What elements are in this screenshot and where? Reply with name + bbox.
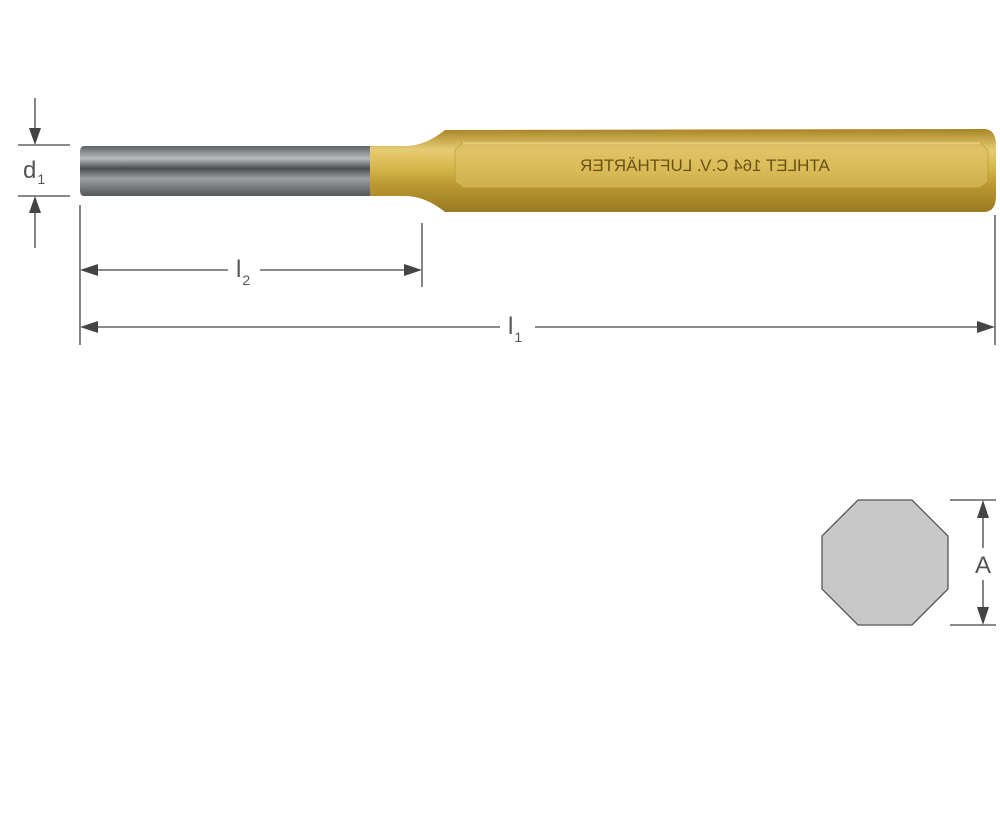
svg-text:l2: l2 (236, 256, 250, 288)
dimension-l1: l1 (80, 215, 996, 345)
l1-subscript: 1 (514, 329, 522, 345)
punch-handle: ATHLET 164 C.V. LUFTHÄRTER (370, 129, 996, 212)
dimension-l2: l2 (79, 205, 423, 345)
l2-subscript: 2 (242, 272, 250, 288)
d1-subscript: 1 (37, 171, 45, 187)
a-label: A (975, 552, 991, 579)
dimension-a: A (950, 499, 996, 626)
engraving-text: ATHLET 164 C.V. LUFTHÄRTER (580, 156, 830, 175)
svg-text:d1: d1 (23, 157, 45, 187)
punch-shaft (80, 146, 372, 196)
l1-label: l (508, 313, 513, 340)
svg-text:l1: l1 (508, 313, 522, 345)
l2-label: l (236, 256, 241, 283)
dimension-d1: d1 (18, 98, 70, 248)
octagon-cross-section (821, 499, 949, 626)
d1-label: d (23, 157, 36, 184)
